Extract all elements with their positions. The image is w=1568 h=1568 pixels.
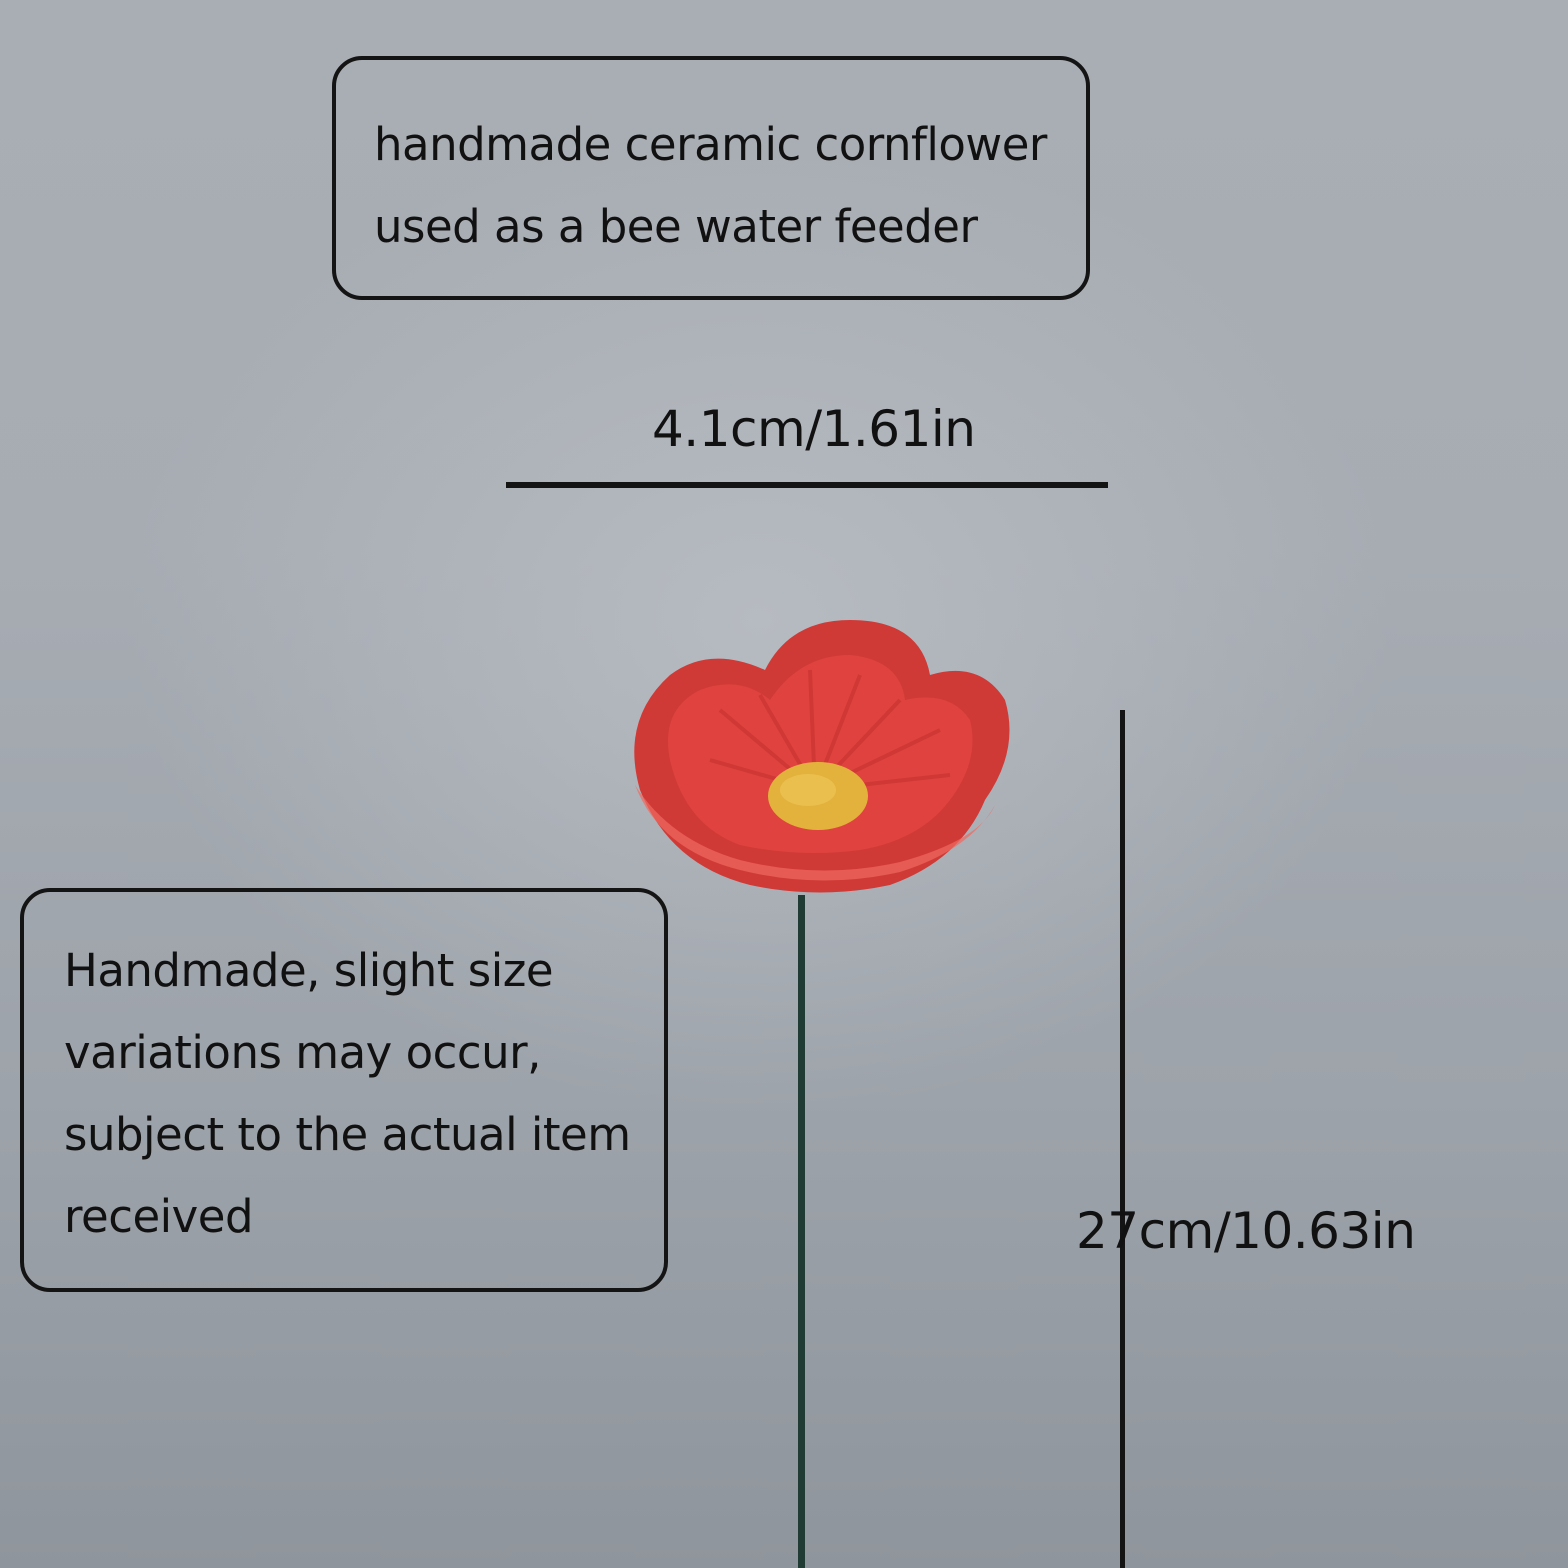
center-highlight bbox=[780, 774, 836, 806]
height-dimension-label: 27cm/10.63in bbox=[1076, 1202, 1416, 1260]
width-dimension-line bbox=[506, 482, 1108, 488]
disclaimer-note-box: Handmade, slight size variations may occ… bbox=[20, 888, 668, 1292]
disclaimer-line-2: variations may occur, bbox=[64, 1026, 541, 1079]
disclaimer-line-1: Handmade, slight size bbox=[64, 944, 554, 997]
description-note-box: handmade ceramic cornflower used as a be… bbox=[332, 56, 1090, 300]
red-ceramic-flower bbox=[634, 620, 1010, 893]
disclaimer-line-3: subject to the actual item bbox=[64, 1108, 631, 1161]
description-line-2: used as a bee water feeder bbox=[374, 200, 978, 253]
green-wire-stem bbox=[798, 895, 805, 1568]
flower-front-lip bbox=[635, 785, 995, 881]
ceramic-flower-stake bbox=[634, 620, 1010, 1568]
height-dimension-line bbox=[1120, 710, 1125, 1568]
disclaimer-line-4: received bbox=[64, 1190, 254, 1243]
width-dimension-label: 4.1cm/1.61in bbox=[652, 400, 976, 458]
description-line-1: handmade ceramic cornflower bbox=[374, 118, 1047, 171]
petal-ridges bbox=[709, 669, 951, 792]
